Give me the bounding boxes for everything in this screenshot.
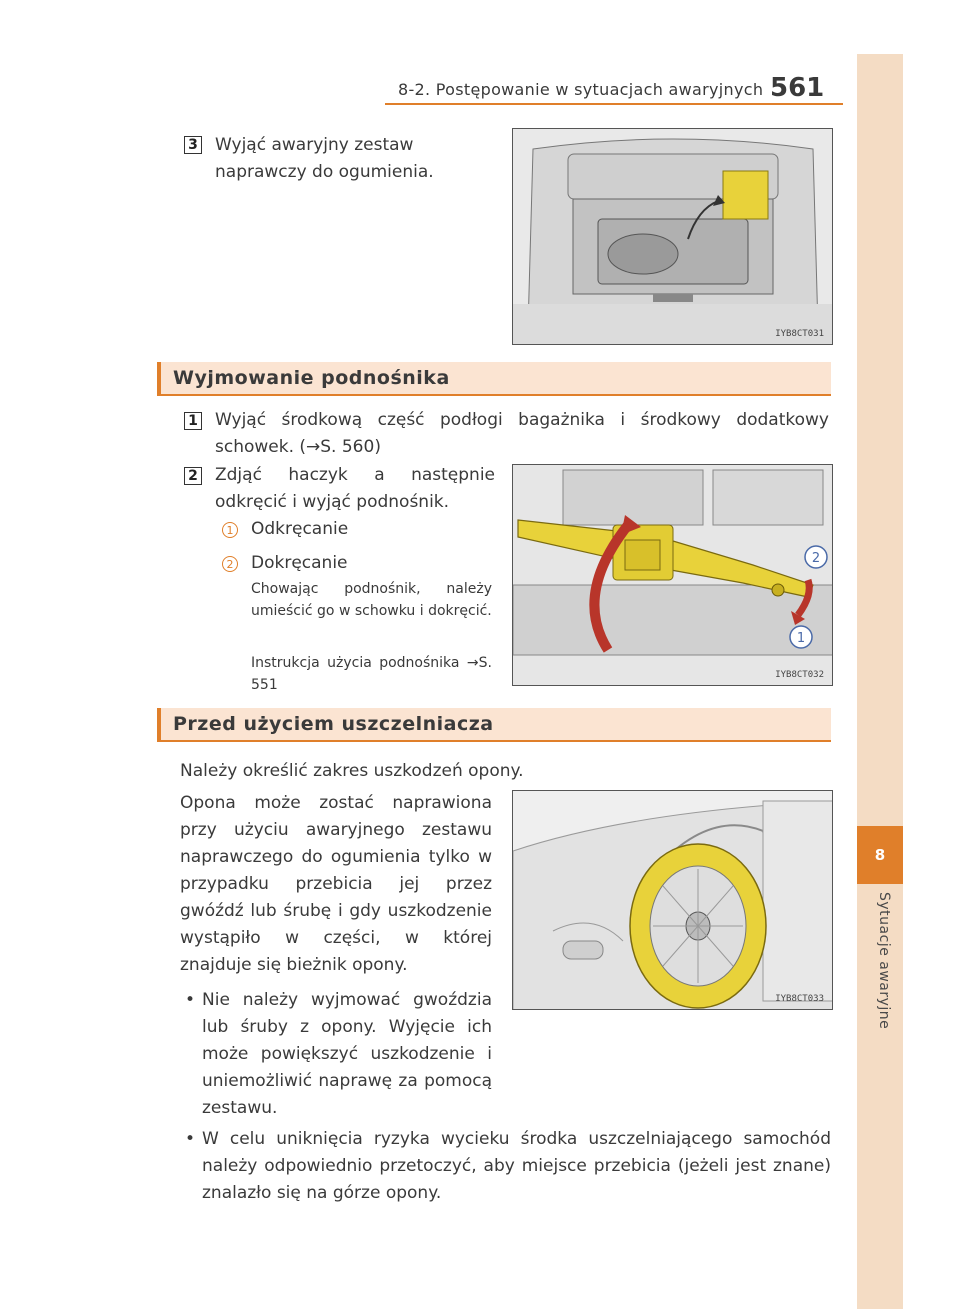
jack-step2-text: Zdjąć haczyk a następnie odkręcić i wyją… xyxy=(215,465,495,512)
side-tab xyxy=(857,54,903,1309)
chapter-number-badge: 8 xyxy=(857,826,903,884)
step-number-3: 3 xyxy=(184,136,202,154)
callout-1-label: Odkręcanie xyxy=(251,519,349,539)
section-sealant-header: Przed użyciem uszczelniacza xyxy=(157,708,831,742)
jack-note-storage: Chowając podnośnik, należy umieścić go w… xyxy=(251,581,492,619)
step3-text: Wyjąć awaryjny zestaw naprawczy do ogumi… xyxy=(215,135,434,182)
figure-jack: 2 1 IYB8CT032 xyxy=(512,464,833,686)
jack-note-reference: Instrukcja użycia podnośnika →S. 551 xyxy=(251,655,492,693)
callout-2-icon: 2 xyxy=(222,556,238,572)
step-number-2: 2 xyxy=(184,467,202,485)
step-number-1: 1 xyxy=(184,412,202,430)
section-jack-title: Wyjmowanie podnośnika xyxy=(173,367,450,389)
figure-code: IYB8CT033 xyxy=(775,994,824,1004)
figure-tire: IYB8CT033 xyxy=(512,790,833,1010)
svg-text:1: 1 xyxy=(797,631,805,646)
page-number: 561 xyxy=(770,73,825,103)
trunk-illustration xyxy=(513,129,832,344)
bullet-dot: • xyxy=(185,1129,196,1149)
sealant-bullet-2: • W celu uniknięcia ryzyka wycieku środk… xyxy=(185,1126,831,1216)
figure-code: IYB8CT031 xyxy=(775,329,824,339)
jack-illustration: 2 1 xyxy=(513,465,832,685)
callout-2-label: Dokręcanie xyxy=(251,553,348,573)
section-header-title: 8-2. Postępowanie w sytuacjach awaryjnyc… xyxy=(398,80,764,99)
tire-illustration xyxy=(513,791,832,1009)
header-rule xyxy=(385,103,843,105)
svg-text:2: 2 xyxy=(812,551,820,566)
section-sealant-title: Przed użyciem uszczelniacza xyxy=(173,713,494,735)
figure-trunk: IYB8CT031 xyxy=(512,128,833,345)
bullet-dot: • xyxy=(185,990,196,1010)
section-jack-header: Wyjmowanie podnośnika xyxy=(157,362,831,396)
figure-code: IYB8CT032 xyxy=(775,670,824,680)
sealant-paragraph: Opona może zostać naprawiona przy użyciu… xyxy=(180,793,492,975)
sealant-intro: Należy określić zakres uszkodzeń opony. xyxy=(180,761,524,781)
sealant-bullet-1: • Nie należy wyjmować gwoździa lub śruby… xyxy=(185,987,492,1118)
chapter-label: Sytuacje awaryjne xyxy=(876,892,892,1030)
callout-1-icon: 1 xyxy=(222,522,238,538)
jack-step1-text: Wyjąć środkową część podłogi bagażnika i… xyxy=(215,410,829,457)
